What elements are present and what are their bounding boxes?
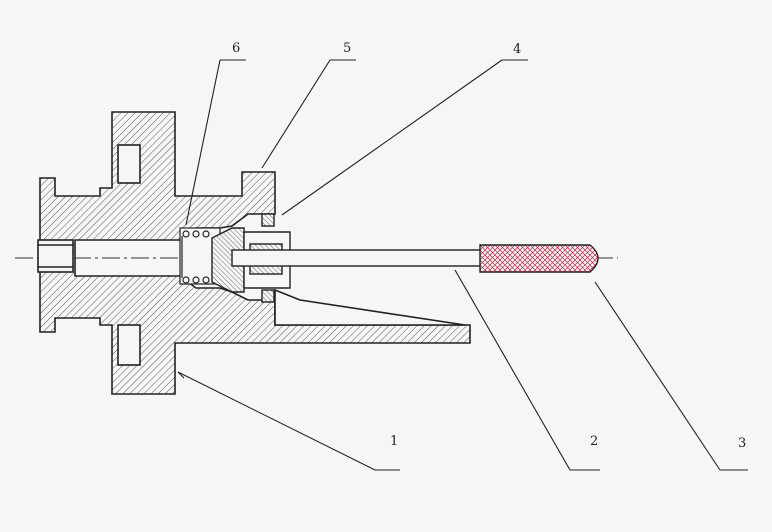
part-1-body xyxy=(37,111,471,395)
callout-1: 1 xyxy=(390,434,398,449)
part-3-tip xyxy=(479,244,599,273)
callout-5: 5 xyxy=(343,41,351,56)
part-4-ring xyxy=(261,213,275,303)
leader-lines xyxy=(177,59,748,471)
callout-4: 4 xyxy=(513,42,521,57)
callout-2: 2 xyxy=(590,434,598,449)
callout-6: 6 xyxy=(232,41,240,56)
part-2-rod xyxy=(231,249,483,267)
callout-3: 3 xyxy=(738,436,746,451)
